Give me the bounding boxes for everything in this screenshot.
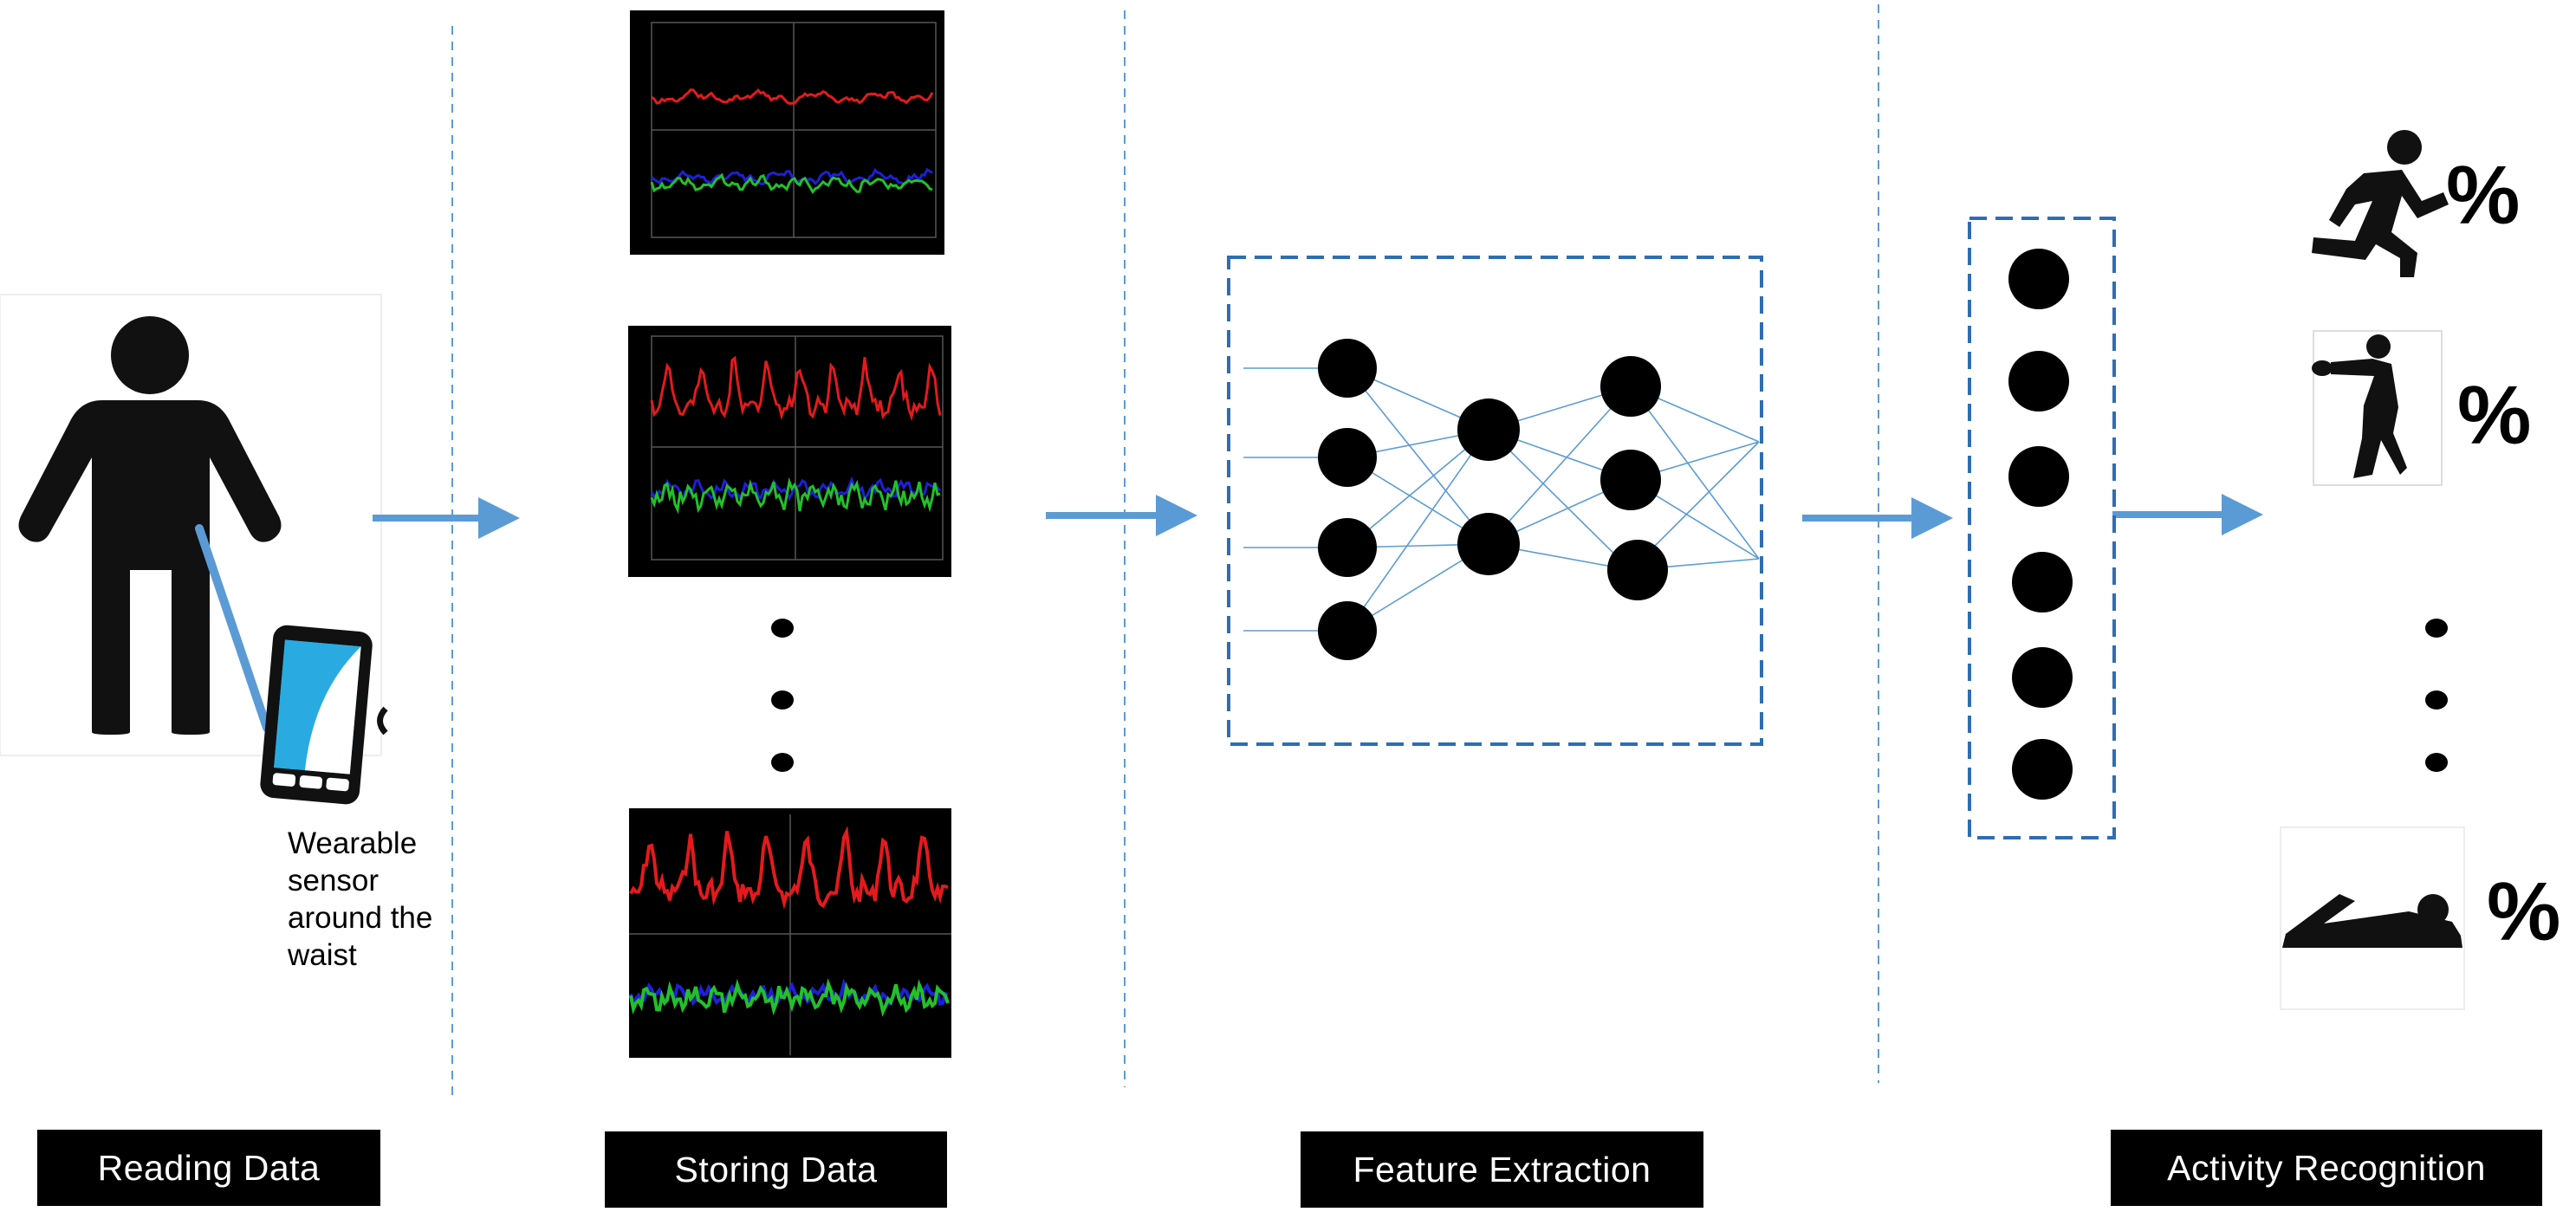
signal-x-line bbox=[650, 355, 942, 422]
signal-z-line bbox=[650, 476, 941, 515]
hidden-node bbox=[1457, 513, 1520, 575]
ellipsis-dots bbox=[771, 619, 794, 772]
caption-line: around the bbox=[288, 901, 433, 935]
output-layer bbox=[1968, 217, 2116, 839]
lying-down-icon bbox=[2280, 826, 2465, 1010]
stage-label-reading: Reading Data bbox=[37, 1130, 380, 1206]
running-icon bbox=[2312, 130, 2449, 277]
caption-line: Wearable bbox=[288, 826, 418, 860]
output-box bbox=[1968, 217, 2116, 839]
percent-label: % bbox=[2487, 865, 2561, 958]
network-nodes bbox=[1318, 339, 1668, 660]
flow-arrows bbox=[373, 494, 2263, 539]
hidden-node bbox=[1600, 450, 1661, 510]
output-node bbox=[2012, 552, 2073, 612]
input-node bbox=[1318, 601, 1377, 660]
boxing-icon bbox=[2312, 330, 2443, 486]
stage-label-storing: Storing Data bbox=[605, 1131, 947, 1208]
network-box bbox=[1227, 256, 1763, 746]
stage-separators bbox=[451, 4, 1879, 1100]
input-node bbox=[1318, 428, 1377, 487]
output-node bbox=[2012, 739, 2073, 800]
output-node bbox=[2008, 249, 2069, 309]
percent-label: % bbox=[2457, 369, 2532, 462]
output-node bbox=[2008, 446, 2069, 507]
phone-sensor-icon bbox=[260, 625, 388, 805]
hidden-node bbox=[1607, 540, 1668, 600]
signal-x-line bbox=[651, 88, 934, 106]
input-node bbox=[1318, 518, 1377, 577]
hidden-node bbox=[1600, 356, 1661, 417]
signal-y-line bbox=[650, 167, 933, 187]
neural-network bbox=[1227, 256, 1763, 746]
network-edges bbox=[1243, 367, 1760, 632]
signal-z-line bbox=[650, 172, 933, 195]
output-node bbox=[2008, 351, 2069, 412]
person-icon bbox=[18, 316, 282, 735]
stage-label-feature: Feature Extraction bbox=[1301, 1131, 1703, 1208]
signal-plot bbox=[628, 326, 951, 577]
input-node bbox=[1318, 339, 1377, 398]
signal-plot bbox=[629, 808, 951, 1058]
stage-label-activity: Activity Recognition bbox=[2111, 1130, 2542, 1206]
hidden-node bbox=[1457, 399, 1520, 461]
sensor-caption: Wearable sensor around the waist bbox=[288, 825, 452, 974]
percent-label: % bbox=[2446, 149, 2521, 242]
sensor-strap bbox=[195, 524, 271, 732]
signal-plot bbox=[630, 10, 944, 255]
signal-z-line bbox=[629, 978, 950, 1017]
output-node bbox=[2012, 647, 2073, 708]
person-panel bbox=[0, 294, 388, 805]
signal-x-line bbox=[629, 826, 949, 910]
ellipsis-dots bbox=[2425, 619, 2448, 772]
caption-line: waist bbox=[288, 938, 357, 972]
caption-line: sensor bbox=[288, 864, 380, 898]
